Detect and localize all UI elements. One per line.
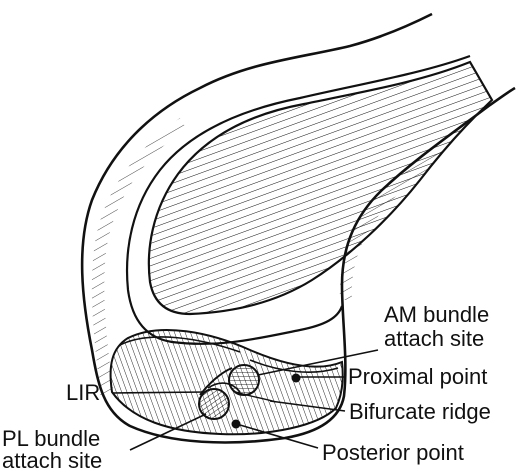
label-pl-bundle-line2: attach site [2, 448, 102, 470]
label-bifurcate-ridge: Bifurcate ridge [349, 399, 491, 424]
am-bundle-site [229, 365, 259, 395]
leader-lir [112, 392, 206, 393]
posterior-point-dot [232, 420, 241, 429]
label-posterior-point: Posterior point [322, 440, 464, 465]
label-am-bundle-line2: attach site [384, 326, 484, 351]
label-proximal-point: Proximal point [348, 364, 487, 389]
label-am-bundle-line1: AM bundle [384, 302, 489, 327]
medullary-canal [149, 62, 492, 314]
label-lir: LIR [66, 380, 100, 405]
condyle-region [111, 330, 343, 434]
proximal-point-dot [292, 374, 301, 383]
